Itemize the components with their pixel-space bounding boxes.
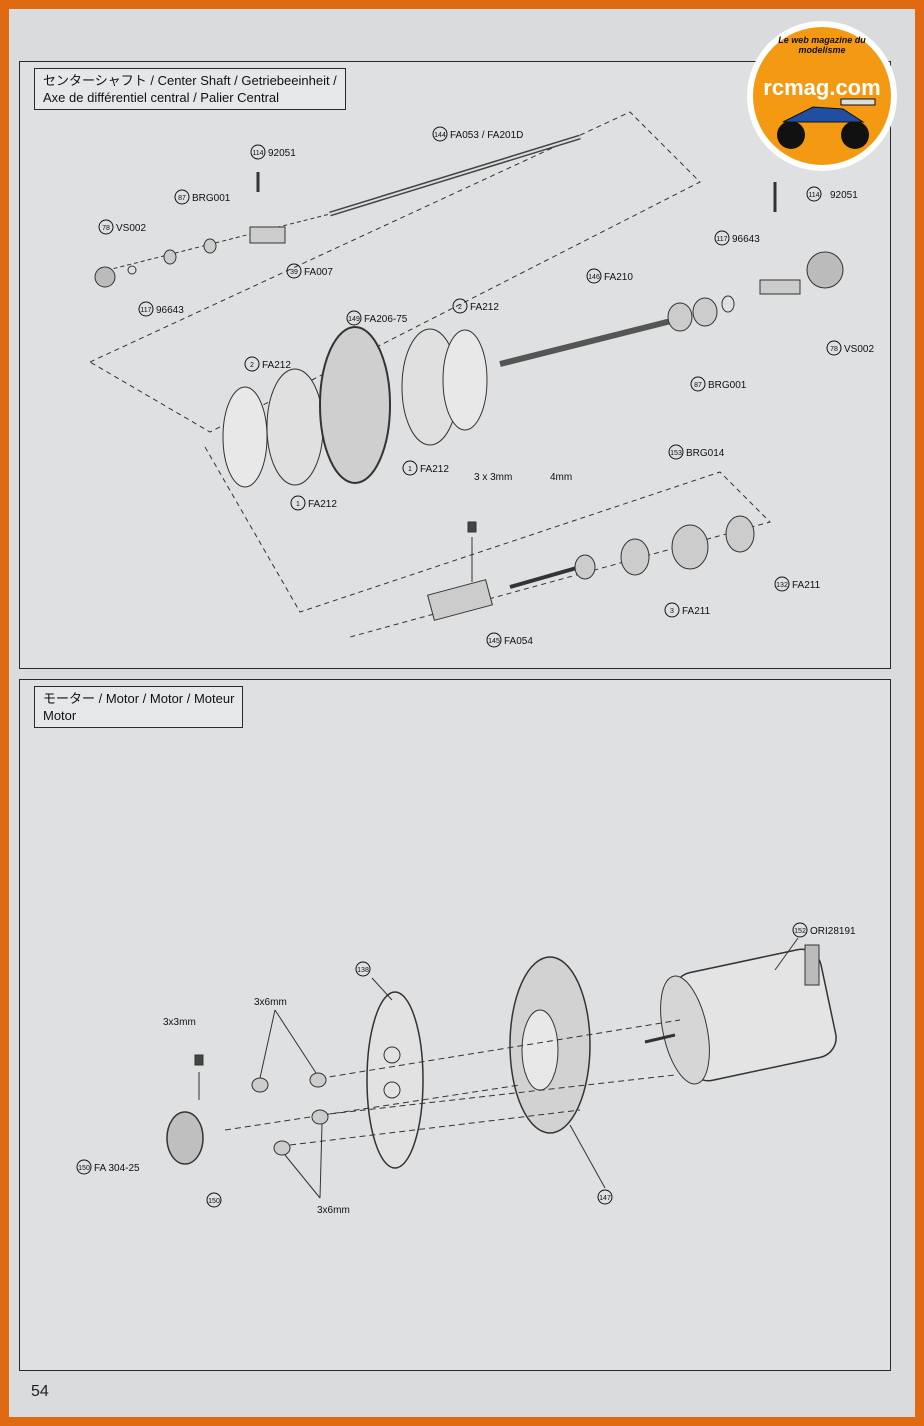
- svg-text:152: 152: [794, 928, 806, 935]
- callout-2-b: 2 FA212: [244, 356, 291, 372]
- callout-87-b: 87 BRG001: [690, 376, 747, 392]
- logo-tagline: Le web magazine du modelisme: [778, 35, 866, 55]
- svg-text:39: 39: [290, 269, 298, 276]
- svg-text:BRG001: BRG001: [708, 380, 747, 391]
- svg-text:144: 144: [434, 132, 446, 139]
- svg-text:114: 114: [808, 192, 819, 199]
- svg-text:78: 78: [102, 225, 110, 232]
- buggy-icon: [777, 98, 876, 149]
- callout-149: 149 FA206-75: [346, 310, 408, 326]
- svg-text:145: 145: [488, 638, 500, 645]
- svg-text:147: 147: [599, 1195, 611, 1202]
- svg-text:FA054: FA054: [504, 636, 533, 647]
- svg-text:VS002: VS002: [844, 344, 874, 355]
- motor-title: モーター / Motor / Motor / Moteur Motor: [34, 686, 244, 728]
- svg-text:FA007: FA007: [304, 267, 333, 278]
- svg-text:78: 78: [830, 346, 838, 353]
- motor-panel: モーター / Motor / Motor / Moteur Motor: [19, 679, 891, 1371]
- motor-callout-150-a: 150 FA 304-25: [76, 1159, 140, 1175]
- svg-text:117: 117: [716, 236, 727, 243]
- svg-text:153: 153: [670, 450, 682, 457]
- callout-87-a: 87 BRG001: [174, 189, 231, 205]
- callout-2-a: 2 FA212: [452, 298, 499, 314]
- svg-text:VS002: VS002: [116, 223, 146, 234]
- callout-78-b: 78 VS002: [826, 340, 874, 356]
- svg-text:FA212: FA212: [470, 302, 499, 313]
- svg-text:117: 117: [140, 307, 151, 314]
- callout-114-a: 114 92051: [250, 144, 296, 160]
- svg-text:87: 87: [178, 195, 186, 202]
- callout-153: 153 BRG014: [668, 444, 725, 460]
- svg-text:1: 1: [408, 466, 412, 473]
- callout-117-a: 117 96643: [138, 301, 184, 317]
- svg-text:FA210: FA210: [604, 272, 633, 283]
- motor-callout-147: 147: [597, 1189, 613, 1205]
- svg-text:138: 138: [357, 967, 369, 974]
- svg-text:FA206-75: FA206-75: [364, 314, 408, 325]
- svg-text:FA212: FA212: [420, 464, 449, 475]
- note-4mm: 4mm: [550, 472, 572, 483]
- svg-text:150: 150: [208, 1198, 220, 1205]
- svg-text:FA212: FA212: [262, 360, 291, 371]
- svg-text:96643: 96643: [156, 305, 184, 316]
- svg-text:FA211: FA211: [682, 606, 711, 617]
- callout-146: 146 FA210: [586, 268, 633, 284]
- svg-text:FA053 / FA201D: FA053 / FA201D: [450, 130, 523, 141]
- svg-text:3: 3: [670, 608, 674, 615]
- callout-3: 3 FA211: [664, 602, 711, 618]
- svg-text:FA 304-25: FA 304-25: [94, 1163, 140, 1174]
- rcmag-logo[interactable]: Le web magazine du modelisme rcmag.com: [747, 21, 897, 171]
- callout-145: 145 FA054: [486, 632, 533, 648]
- callout-114-b: 114 92051: [806, 186, 858, 202]
- callout-39: 39 FA007: [286, 263, 333, 279]
- center-shaft-title: センターシャフト / Center Shaft / Getriebeeinhei…: [34, 68, 346, 110]
- callout-1-a: 1 FA212: [402, 460, 449, 476]
- note-3x6mm-bottom: 3x6mm: [317, 1205, 350, 1216]
- svg-text:FA211: FA211: [792, 580, 821, 591]
- note-3x6mm-top: 3x6mm: [254, 997, 287, 1008]
- motor-callout-152: 152 ORI28191: [792, 922, 856, 938]
- svg-text:FA212: FA212: [308, 499, 337, 510]
- svg-text:146: 146: [588, 274, 600, 281]
- svg-text:96643: 96643: [732, 234, 760, 245]
- callout-117-b: 117 96643: [714, 230, 760, 246]
- note-3x3mm: 3 x 3mm: [474, 472, 512, 483]
- svg-text:ORI28191: ORI28191: [810, 926, 856, 937]
- motor-callout-150-b: 150: [206, 1192, 222, 1208]
- motor-callout-138: 138: [355, 961, 371, 977]
- page-number: 54: [31, 1383, 49, 1400]
- logo-brand: rcmag.com: [763, 75, 881, 100]
- svg-text:92051: 92051: [830, 190, 858, 201]
- note-3x3mm-motor: 3x3mm: [163, 1017, 196, 1028]
- motor-diagram: 152 ORI28191 138 150 FA 304-25 150 147 3x6…: [76, 922, 856, 1216]
- callout-78-a: 78 VS002: [98, 219, 146, 235]
- svg-text:2: 2: [458, 304, 462, 311]
- center-shaft-panel: センターシャフト / Center Shaft / Getriebeeinhei…: [19, 61, 891, 669]
- svg-text:92051: 92051: [268, 148, 296, 159]
- callout-1-b: 1 FA212: [290, 495, 337, 511]
- svg-text:87: 87: [694, 382, 702, 389]
- svg-text:150: 150: [78, 1165, 90, 1172]
- callout-132: 132 FA211: [774, 576, 821, 592]
- svg-text:1: 1: [296, 501, 300, 508]
- logo-badge: Le web magazine du modelisme rcmag.com: [753, 27, 891, 165]
- svg-text:BRG014: BRG014: [686, 448, 725, 459]
- svg-text:149: 149: [348, 316, 360, 323]
- svg-text:114: 114: [252, 150, 263, 157]
- callout-144: 144 FA053 / FA201D: [432, 126, 523, 142]
- svg-text:132: 132: [776, 582, 788, 589]
- svg-text:2: 2: [250, 362, 254, 369]
- manual-page: センターシャフト / Center Shaft / Getriebeeinhei…: [9, 9, 915, 1417]
- svg-text:BRG001: BRG001: [192, 193, 231, 204]
